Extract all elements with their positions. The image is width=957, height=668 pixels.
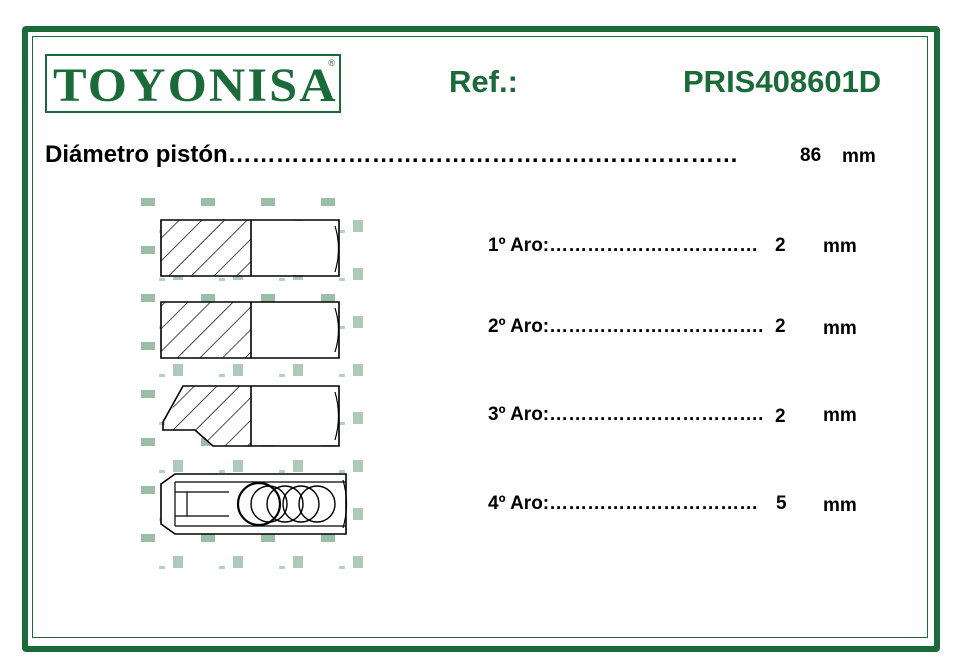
ring-4-value: 5	[776, 493, 787, 514]
ring-1-unit: mm	[823, 236, 857, 257]
ref-value: PRIS408601D	[683, 64, 882, 99]
logo-text: TOYONISA	[53, 59, 338, 112]
ref-label: Ref.:	[449, 64, 518, 99]
toyonisa-logo: TOYONISA ®	[45, 54, 341, 113]
ring-2-unit: mm	[823, 318, 857, 339]
ring-3-unit: mm	[823, 405, 857, 426]
piston-diameter-value: 86	[800, 145, 822, 166]
ring-1-label: 1º Aro:……………………………	[488, 235, 759, 256]
ring-4-label: 4º Aro:……………………………	[488, 493, 759, 514]
ring-3-label: 3º Aro:…………………………….	[488, 404, 764, 425]
piston-ring-cross-section-icon	[139, 192, 371, 570]
ring-2-value: 2	[775, 316, 786, 337]
piston-diameter-label: Diámetro pistón……………………………………….………………	[45, 141, 739, 168]
inner-border	[32, 36, 928, 638]
piston-diameter-unit: mm	[842, 146, 876, 167]
ring-4-unit: mm	[823, 495, 857, 516]
ring-3-value: 2	[775, 406, 786, 427]
registered-mark: ®	[328, 58, 335, 68]
ring-1-value: 2	[775, 235, 786, 256]
ring-2-label: 2º Aro:…………………………….	[488, 316, 764, 337]
outer-border	[22, 26, 940, 652]
